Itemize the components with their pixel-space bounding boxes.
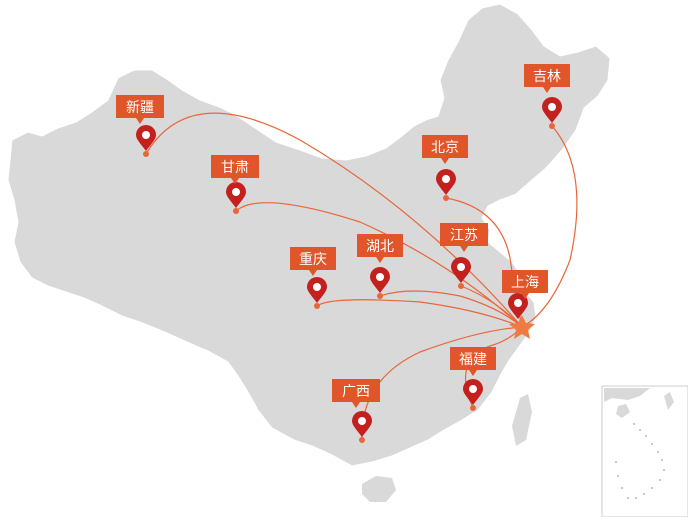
china-landmass	[7, 3, 611, 467]
label-text: 湖北	[366, 239, 394, 255]
label-gansu[interactable]: 甘肃	[211, 155, 259, 184]
label-text: 新疆	[126, 100, 154, 116]
label-chongqing[interactable]: 重庆	[290, 247, 336, 276]
label-guangxi[interactable]: 广西	[332, 379, 380, 408]
south-china-sea-inset	[601, 385, 688, 517]
route-jiangsu-shanghai	[460, 285, 523, 328]
marker-jilin[interactable]	[542, 97, 562, 129]
route-gansu-shanghai	[235, 202, 523, 328]
marker-fujian[interactable]	[463, 379, 483, 411]
label-jiangsu[interactable]: 江苏	[440, 223, 488, 252]
route-hubei-shanghai	[379, 290, 523, 328]
route-jilin-shanghai	[521, 125, 578, 328]
hub-star-icon	[509, 315, 535, 339]
label-text: 甘肃	[221, 160, 249, 176]
label-beijing[interactable]: 北京	[422, 135, 468, 164]
label-xinjiang[interactable]: 新疆	[116, 95, 164, 124]
label-text: 福建	[459, 352, 487, 368]
label-text: 北京	[431, 140, 459, 156]
marker-jiangsu[interactable]	[451, 257, 471, 289]
marker-beijing[interactable]	[436, 169, 456, 201]
marker-shanghai[interactable]	[508, 293, 528, 319]
label-hubei[interactable]: 湖北	[357, 234, 403, 263]
taiwan-island	[512, 394, 532, 446]
marker-xinjiang[interactable]	[136, 125, 156, 157]
marker-gansu[interactable]	[226, 182, 246, 214]
hainan-island	[362, 476, 396, 502]
route-chongqing-shanghai	[316, 299, 523, 328]
label-text: 吉林	[533, 69, 561, 85]
label-jilin[interactable]: 吉林	[524, 64, 570, 93]
label-text: 广西	[342, 384, 370, 400]
label-fujian[interactable]: 福建	[450, 347, 496, 376]
marker-chongqing[interactable]	[307, 277, 327, 309]
marker-guangxi[interactable]	[352, 411, 372, 443]
label-text: 重庆	[299, 252, 327, 268]
label-text: 江苏	[450, 228, 478, 244]
label-shanghai[interactable]: 上海	[502, 270, 548, 299]
marker-hubei[interactable]	[370, 267, 390, 299]
label-text: 上海	[511, 275, 539, 291]
route-guangxi-shanghai	[361, 326, 523, 441]
